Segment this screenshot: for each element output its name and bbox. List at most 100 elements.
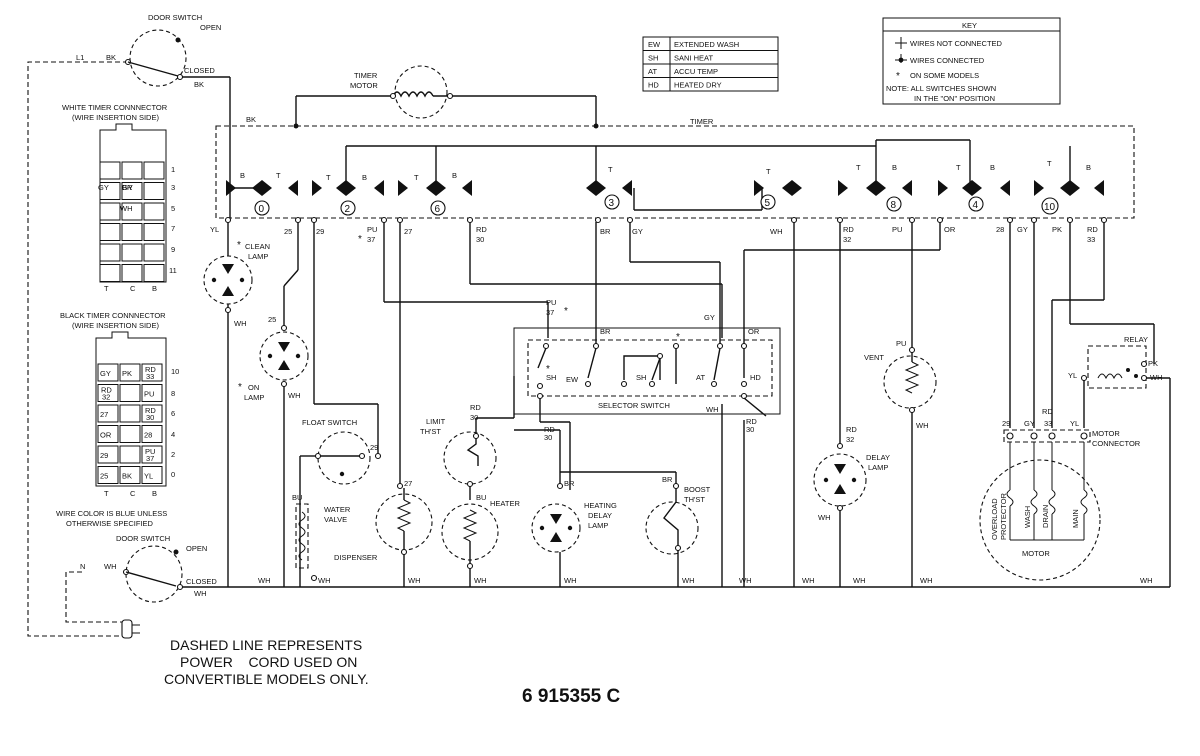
footer: DASHED LINE REPRESENTS POWER CORD USED O… — [164, 637, 621, 707]
white-connector-cell — [99, 264, 121, 282]
motor-wash-label: WASH — [1023, 506, 1032, 528]
timer-terminals: YL 25 29 PU 37 * 27 RD 30 BR GY WH RD 32… — [210, 216, 1108, 245]
wire-color-note-1: WIRE COLOR IS BLUE UNLESS — [56, 509, 167, 518]
white-bottom-c: C — [130, 284, 136, 293]
key-note-1: NOTE: ALL SWITCHES SHOWN — [886, 84, 996, 93]
timer-internal-bus — [229, 126, 1071, 218]
boost-label-1: BOOST — [684, 485, 711, 494]
term-yl: YL — [210, 225, 219, 234]
black-connector-cell — [97, 425, 119, 443]
limit-label-2: TH'ST — [420, 427, 441, 436]
black-connector-cell-text: 28 — [144, 431, 152, 440]
hdl-wh: WH — [564, 576, 577, 585]
white-connector-cell — [143, 243, 165, 262]
cam-2: 2 — [345, 204, 351, 215]
white-connector-title-2: (WIRE INSERTION SIDE) — [72, 113, 159, 122]
white-row-3: 3 — [171, 183, 175, 192]
black-row-8: 8 — [171, 389, 175, 398]
hdl-label-1: HEATING — [584, 501, 617, 510]
sel-30-2: 30 — [746, 425, 754, 434]
water-valve-bu: BU — [292, 493, 302, 502]
sel-sh-1: SH — [546, 373, 556, 382]
black-connector-cell-text: RD — [145, 365, 156, 374]
black-connector-cell — [141, 425, 163, 443]
door-switch-bottom: DOOR SWITCH OPEN CLOSED N WH WH — [80, 534, 230, 603]
white-cell-gy: GY — [122, 183, 133, 192]
door-switch-top-closed: CLOSED — [184, 66, 215, 75]
black-connector-cell-text: 27 — [100, 410, 108, 419]
heater-chain: PU 37 * RD 30 LIMIT TH'ST BU HEATER WH — [383, 222, 723, 587]
dispenser-27: 27 — [404, 479, 412, 488]
not-connected-icon — [895, 37, 907, 49]
black-row-6: 6 — [171, 409, 175, 418]
asterisk-icon-clean: * — [237, 240, 241, 251]
black-bottom-c: C — [130, 489, 136, 498]
tb-11: B — [990, 163, 995, 172]
black-bottom-b: B — [152, 489, 157, 498]
timer-cam-numbers: 0 2 6 3 5 8 4 10 — [254, 194, 1059, 216]
sel-hd: HD — [750, 373, 761, 382]
cam-10: 10 — [1044, 202, 1056, 213]
delay-lamp: RD 32 DELAY LAMP WH — [813, 222, 890, 587]
abbr-ew-meaning: EXTENDED WASH — [674, 40, 739, 49]
timer-motor-label-2: MOTOR — [350, 81, 378, 90]
on-lamp-label-1: ON — [248, 383, 259, 392]
white-row-11: 11 — [169, 266, 177, 275]
black-connector-cell — [141, 445, 163, 464]
tb-6: T — [414, 173, 419, 182]
term-gy2: GY — [1017, 225, 1028, 234]
white-row-9: 9 — [171, 245, 175, 254]
on-lamp: 25 * ON LAMP WH — [238, 222, 309, 587]
asterisk-icon-at: * — [676, 332, 680, 343]
float-switch: FLOAT SWITCH 29 — [299, 222, 382, 587]
white-bottom-t: T — [104, 284, 109, 293]
vent-wh: WH — [916, 421, 929, 430]
relay-yl: YL — [1068, 371, 1077, 380]
black-connector-cell-text: 33 — [146, 372, 154, 381]
abbr-at-meaning: ACCU TEMP — [674, 67, 718, 76]
cam-5: 5 — [765, 198, 771, 209]
black-connector-cell-text: 29 — [100, 451, 108, 460]
term-gy: GY — [632, 227, 643, 236]
selector-switch: SELECTOR SWITCH SH * RD 30 BR EW SH * AT… — [513, 222, 941, 587]
abbreviation-table: EW EXTENDED WASH SH SANI HEAT AT ACCU TE… — [642, 36, 779, 92]
on-lamp-25: 25 — [268, 315, 276, 324]
sel-sh-2: SH — [636, 373, 646, 382]
abbr-hd-code: HD — [648, 81, 659, 90]
heater-label: HEATER — [490, 499, 520, 508]
term-rd32-a: RD — [843, 225, 854, 234]
black-connector-cell — [119, 445, 141, 464]
black-connector-cell-text: 37 — [146, 454, 154, 463]
white-connector-cell — [121, 182, 143, 200]
black-timer-connector: BLACK TIMER CONNNECTOR (WIRE INSERTION S… — [60, 311, 179, 498]
boost-br: BR — [662, 475, 673, 484]
term-27: 27 — [404, 227, 412, 236]
selector-switch-label: SELECTOR SWITCH — [598, 401, 670, 410]
black-connector-cell — [97, 404, 119, 423]
limit-30: 30 — [470, 413, 478, 422]
motor-gy: GY — [1024, 419, 1035, 428]
black-connector-cell-text: BK — [122, 472, 132, 481]
term-rd33-b: 33 — [1087, 235, 1095, 244]
n-label: N — [80, 562, 85, 571]
delay-32: 32 — [846, 435, 854, 444]
plug-icon — [121, 619, 140, 639]
tb-1: B — [240, 171, 245, 180]
term-25: 25 — [284, 227, 292, 236]
tb-14: T — [1047, 159, 1052, 168]
tb-3: T — [326, 173, 331, 182]
tb-8: T — [766, 167, 771, 176]
door-switch-bottom-title: DOOR SWITCH — [116, 534, 170, 543]
cam-4: 4 — [973, 200, 979, 211]
motor-main-label: MAIN — [1071, 509, 1080, 528]
motor-33: 33 — [1044, 419, 1052, 428]
asterisk-icon-sel: * — [564, 306, 568, 317]
motor-drain-label: DRAIN — [1041, 505, 1050, 528]
heater-bu: BU — [476, 493, 486, 502]
timer-motor-label-1: TIMER — [354, 71, 378, 80]
heating-delay-lamp: BR HEATING DELAY LAMP WH — [514, 429, 617, 587]
clean-lamp-label-1: CLEAN — [245, 242, 270, 251]
black-row-0: 0 — [171, 470, 175, 479]
tb-10: T — [856, 163, 861, 172]
